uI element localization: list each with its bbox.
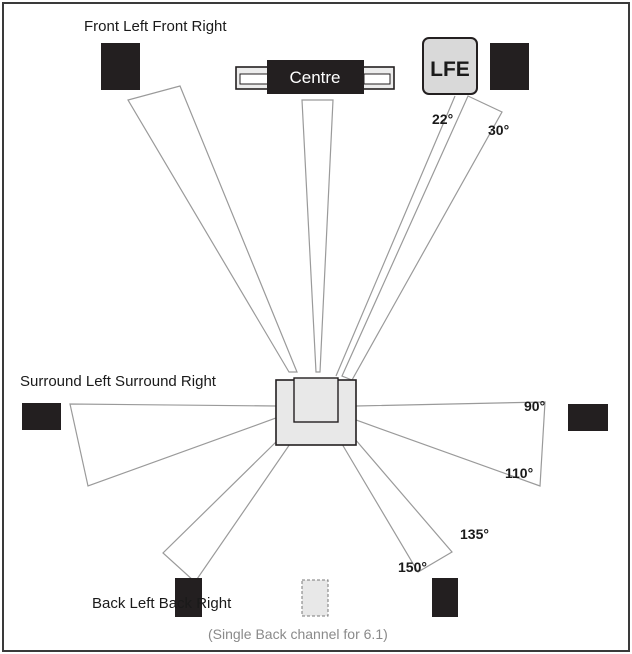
front-left-wedge bbox=[127, 85, 298, 373]
centre-label: Centre bbox=[289, 68, 340, 87]
centre-wedge bbox=[301, 99, 334, 373]
front-left-speaker bbox=[101, 43, 140, 90]
surround-left-speaker bbox=[22, 403, 61, 430]
front-speakers-label: Front Left Front Right bbox=[84, 18, 227, 35]
surround-right-speaker bbox=[568, 404, 608, 431]
centre-speaker-right-driver bbox=[363, 73, 391, 85]
centre-speaker-left-driver bbox=[239, 73, 269, 85]
angle-30-label: 30° bbox=[488, 122, 509, 138]
front-right-30-wedge bbox=[341, 95, 503, 381]
angle-90-label: 90° bbox=[524, 398, 545, 414]
lfe-label: LFE bbox=[430, 58, 470, 81]
surround-speakers-label: Surround Left Surround Right bbox=[20, 373, 217, 390]
angle-22-label: 22° bbox=[432, 111, 453, 127]
back-left-speaker bbox=[175, 578, 202, 617]
front-right-22-line bbox=[335, 95, 456, 377]
angle-150-label: 150° bbox=[398, 559, 427, 575]
lfe-speaker bbox=[422, 37, 478, 95]
back-centre-speaker bbox=[301, 579, 329, 617]
back-right-speaker bbox=[432, 578, 458, 617]
angle-110-label: 110° bbox=[505, 465, 533, 481]
angle-135-label: 135° bbox=[460, 526, 489, 542]
centre-speaker bbox=[267, 60, 364, 94]
front-right-speaker bbox=[490, 43, 529, 90]
back-channel-note: (Single Back channel for 6.1) bbox=[208, 626, 388, 642]
listener-head bbox=[293, 377, 339, 423]
back-speakers-label: Back Left Back Right bbox=[92, 595, 232, 612]
